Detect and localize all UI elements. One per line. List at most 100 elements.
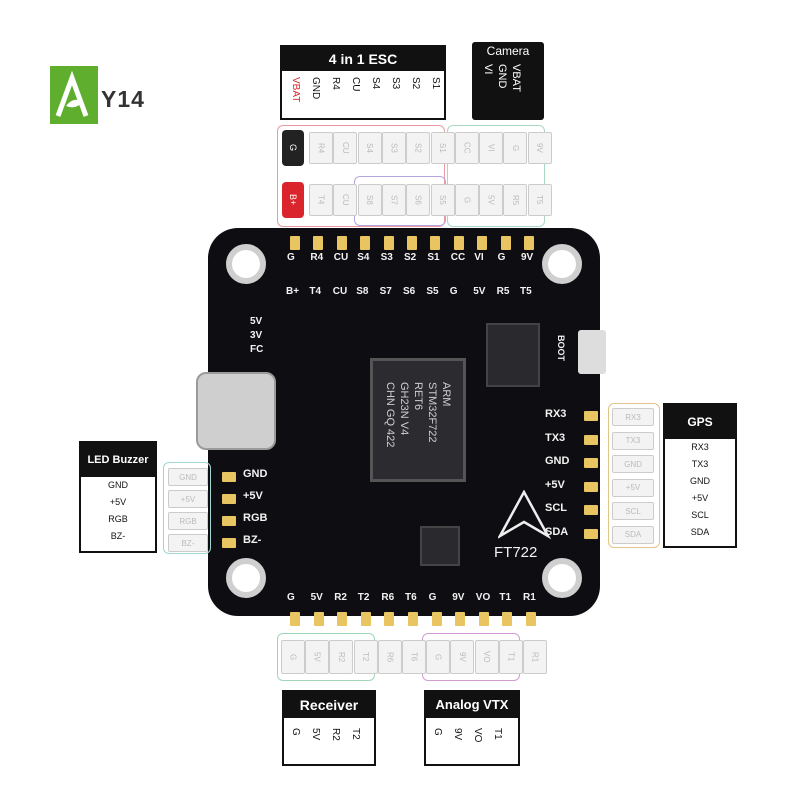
- top-ghost-pad: S2: [406, 132, 431, 164]
- top-ghost-pad: S6: [406, 184, 431, 216]
- board-top-pad-label: S7: [379, 286, 392, 297]
- board-top-pad-label: 9V: [521, 252, 534, 263]
- camera-pin-label: VI: [482, 64, 494, 75]
- solder-pad: [584, 528, 598, 539]
- top-ghost-pad: S3: [381, 132, 406, 164]
- solder-pad: [383, 236, 394, 250]
- top-ghost-pad: S4: [357, 132, 382, 164]
- solder-pad: [290, 236, 300, 250]
- receiver-pin-label: G: [290, 728, 301, 736]
- board-power-label: 5V: [250, 316, 263, 327]
- board-top-pad-label: G: [287, 252, 295, 263]
- led-list-item: BZ-: [110, 531, 126, 541]
- board-led-pad-label: BZ-: [243, 534, 262, 546]
- solder-pad: [477, 236, 488, 250]
- gps-ghost-pad: TX3: [612, 431, 654, 450]
- top-ghost-pad: CU: [333, 132, 358, 164]
- top-ghost-pad: T5: [527, 184, 552, 216]
- top-ghost-pad-label: R4: [316, 142, 326, 154]
- solder-pad: [453, 236, 464, 250]
- top-ghost-pad-label: CC: [462, 142, 472, 154]
- solder-pad: [407, 236, 417, 250]
- top-ghost-pad-label: S3: [389, 143, 399, 153]
- battery-tag-text: B+: [288, 194, 298, 206]
- camera-pin-label: GND: [496, 64, 508, 89]
- top-ghost-pad: S7: [381, 184, 406, 216]
- brand-text: Y14: [101, 86, 145, 112]
- bottom-ghost-pad-label: R2: [336, 651, 346, 663]
- board-top-pad-label: B+: [286, 286, 300, 297]
- top-ghost-pad-label: S8: [365, 195, 375, 205]
- board-top-pad-label: CC: [450, 252, 466, 263]
- top-ghost-pad-label: T4: [316, 195, 326, 205]
- mount-hole: [226, 244, 266, 284]
- arrow-logo-icon: [498, 490, 552, 540]
- gps-ghost-pad: SCL: [612, 502, 654, 520]
- top-ghost-pad-label: S6: [413, 195, 423, 205]
- top-ghost-pad-label: S1: [438, 143, 447, 153]
- bottom-ghost-pad-label: G: [288, 653, 298, 661]
- gps-ghost-pad: +5V: [612, 478, 654, 497]
- gps-list-item: TX3: [691, 459, 709, 469]
- solder-pad: [337, 612, 348, 626]
- flash-chip: [486, 323, 540, 387]
- chip-marking: GH23N V4: [398, 382, 410, 436]
- boot-button[interactable]: [578, 330, 606, 374]
- bottom-ghost-pad: R2: [329, 640, 354, 674]
- board-gps-pad-label: SDA: [545, 525, 569, 538]
- boot-label: BOOT: [556, 335, 566, 361]
- usb-c-port: [196, 372, 276, 450]
- led-title: LED Buzzer: [81, 443, 155, 477]
- solder-pad: [431, 612, 442, 626]
- top-ghost-pad: G: [454, 184, 479, 216]
- solder-pad: [455, 612, 466, 626]
- esc-pin-label: S4: [370, 77, 381, 90]
- solder-pad: [502, 612, 513, 626]
- board-led-pad-label: RGB: [243, 512, 268, 524]
- led-list-item: +5V: [109, 497, 127, 507]
- solder-pad: [584, 434, 598, 445]
- top-ghost-pad-label: VI: [486, 144, 496, 152]
- bottom-ghost-pad: R1: [523, 640, 547, 674]
- solder-pad: [430, 236, 441, 250]
- chip-marking: CHN GQ 422: [384, 382, 396, 448]
- solder-pad: [408, 612, 418, 626]
- board-top-pad-label: G: [449, 286, 458, 297]
- board-top-pad-label: CU: [333, 252, 349, 263]
- esc-pin-label: GND: [310, 77, 321, 100]
- ground-tag-text: G: [288, 144, 298, 152]
- board-top-pad-label: VI: [474, 252, 484, 263]
- solder-pad: [584, 481, 598, 492]
- solder-pad: [313, 236, 324, 250]
- board-top-pad-label: T5: [520, 286, 532, 297]
- chip-marking: ARM: [440, 382, 452, 407]
- esc-pin-label: S3: [390, 77, 401, 90]
- led-ghost-pad: BZ-: [168, 534, 208, 552]
- vtx-pin-label: 9V: [452, 728, 463, 741]
- top-ghost-pad: CU: [333, 184, 358, 216]
- solder-pad: [384, 612, 395, 626]
- board-gps-pad-label: TX3: [545, 431, 566, 444]
- mcu-chip: [370, 358, 466, 482]
- esc-pin-label: S1: [430, 77, 441, 90]
- board-top-pad-label: S6: [403, 286, 416, 297]
- top-ghost-pad-label: 9V: [535, 143, 545, 153]
- solder-pad: [336, 236, 347, 250]
- solder-pad: [222, 516, 236, 526]
- top-ghost-pad: 5V: [479, 184, 504, 216]
- top-ghost-pad-label: CU: [340, 142, 350, 154]
- bottom-ghost-pad-label: G: [433, 653, 443, 661]
- solder-pad: [360, 236, 371, 250]
- solder-pad: [526, 612, 536, 626]
- top-ghost-pad-label: G: [510, 144, 520, 152]
- top-ghost-pad-label: S4: [365, 143, 375, 153]
- bottom-ghost-pad: G: [426, 640, 451, 674]
- receiver-pin-label: 5V: [310, 728, 321, 741]
- board-model: FT722: [494, 544, 538, 561]
- top-ghost-pad: 9V: [527, 132, 552, 164]
- vtx-title: Analog VTX: [426, 692, 518, 718]
- mount-hole: [226, 558, 266, 598]
- board-bottom-pad-label: T6: [405, 592, 417, 603]
